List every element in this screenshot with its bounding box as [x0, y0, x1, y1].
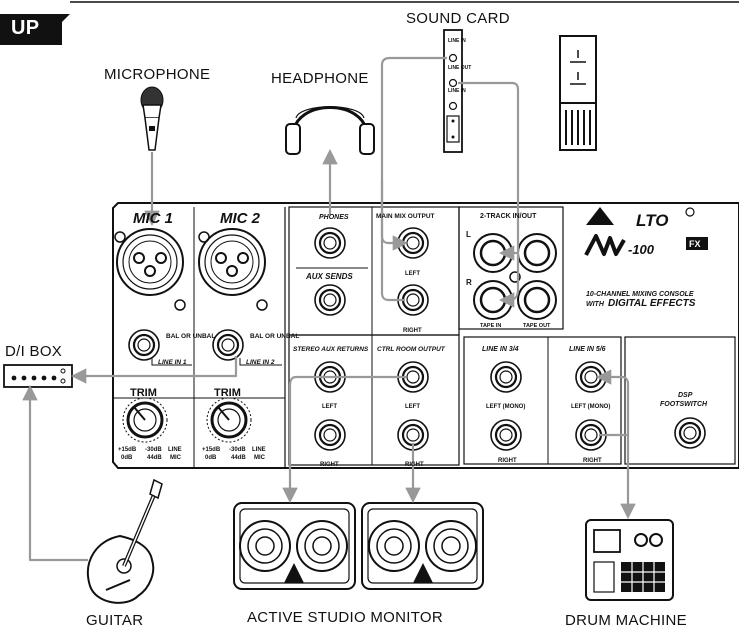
drum-machine — [585, 519, 674, 601]
ctrl-right-label: RIGHT — [405, 462, 424, 468]
aux-send-jack — [313, 283, 347, 317]
trim-scale-1f: MIC — [170, 455, 182, 461]
ctrl-room-label: CTRL ROOM OUTPUT — [377, 346, 446, 353]
two-track-label: 2-TRACK IN/OUT — [480, 213, 537, 220]
trim-scale-2d: 44dB — [231, 455, 246, 461]
headphone — [285, 106, 375, 155]
model-label: -100 — [628, 242, 655, 257]
trim-label-1: TRIM — [130, 387, 157, 399]
line-34-right-jack — [489, 418, 523, 452]
mic1-xlr-jack — [114, 228, 186, 311]
r-label: R — [466, 278, 472, 287]
sound-card-label: SOUND CARD — [406, 10, 510, 27]
line56-right-label: RIGHT — [583, 458, 602, 464]
tape-out-label: TAPE OUT — [523, 323, 551, 329]
line34-label: LINE IN 3/4 — [482, 346, 519, 353]
trim-scale-1d: 44dB — [147, 455, 162, 461]
sc-port-2: LINE OUT — [448, 65, 471, 71]
line-in-2-jack — [211, 328, 245, 362]
di-box-label: D/I BOX — [5, 343, 63, 360]
studio-monitor-right — [361, 502, 484, 590]
phones-jack — [313, 226, 347, 260]
aux-sends-label: AUX SENDS — [305, 272, 353, 281]
alto-logo: LTO — [584, 207, 708, 256]
line-in-1-jack — [127, 328, 161, 362]
headphone-label: HEADPHONE — [271, 70, 369, 87]
phones-label: PHONES — [319, 214, 349, 221]
trim-scale-2c: -30dB — [229, 447, 246, 453]
aux-return-right-jack — [313, 418, 347, 452]
drum-machine-label: DRUM MACHINE — [565, 612, 687, 629]
dsp-label: DSP — [678, 392, 693, 399]
di-box — [3, 364, 73, 388]
trim-label-2: TRIM — [214, 387, 241, 399]
line56-label: LINE IN 5/6 — [569, 346, 606, 353]
line56-left-label: LEFT (MONO) — [571, 404, 610, 410]
computer-tower — [559, 35, 597, 151]
sc-port-3: LINE IN — [448, 88, 466, 94]
line-in-1-label: LINE IN 1 — [158, 359, 187, 366]
guitar-label: GUITAR — [86, 612, 144, 629]
fx-label: FX — [689, 239, 701, 249]
desc-line-2a: WITH — [586, 301, 605, 308]
desc-line-1: 10-CHANNEL MIXING CONSOLE — [586, 291, 694, 298]
trim-scale-1a: +15dB — [118, 447, 137, 453]
desc-line-2b: DIGITAL EFFECTS — [608, 298, 696, 309]
trim-scale-2e: LINE — [252, 447, 266, 453]
main-right-label: RIGHT — [403, 328, 422, 334]
up-badge — [0, 14, 62, 45]
l-label: L — [466, 230, 471, 239]
cables — [22, 56, 636, 562]
trim-scale-1c: -30dB — [145, 447, 162, 453]
up-badge-text: UP — [11, 17, 40, 39]
line-in-2-label: LINE IN 2 — [246, 359, 275, 366]
stereo-aux-label: STEREO AUX RETURNS — [293, 346, 369, 353]
bal-label-1: BAL OR UNBAL — [166, 333, 215, 340]
trim-knob-1 — [122, 397, 168, 443]
mic1-label: MIC 1 — [133, 210, 173, 227]
mic2-label: MIC 2 — [220, 210, 261, 227]
trim-scale-2b: 0dB — [205, 455, 217, 461]
line34-left-label: LEFT (MONO) — [486, 404, 525, 410]
line34-right-label: RIGHT — [498, 458, 517, 464]
bal-label-2: BAL OR UNBAL — [250, 333, 299, 340]
mic2-xlr-jack — [198, 228, 268, 311]
trim-scale-2f: MIC — [254, 455, 266, 461]
brand-text: LTO — [636, 211, 668, 230]
trim-scale-1e: LINE — [168, 447, 182, 453]
monitor-label: ACTIVE STUDIO MONITOR — [247, 609, 444, 626]
trim-knob-2 — [206, 397, 252, 443]
microphone — [140, 86, 164, 151]
main-left-label: LEFT — [405, 271, 420, 277]
guitar — [87, 478, 163, 604]
aux-right-label: RIGHT — [320, 462, 339, 468]
aux-left-label: LEFT — [322, 404, 337, 410]
sound-card — [443, 29, 463, 153]
trim-scale-1b: 0dB — [121, 455, 133, 461]
footswitch-label: FOOTSWITCH — [660, 401, 708, 408]
microphone-label: MICROPHONE — [104, 66, 211, 83]
studio-monitor-left — [233, 502, 356, 590]
mixer-console — [112, 202, 739, 469]
tape-in-label: TAPE IN — [480, 323, 501, 329]
main-mix-label: MAIN MIX OUTPUT — [376, 213, 435, 220]
trim-scale-2a: +15dB — [202, 447, 221, 453]
ctrl-left-label: LEFT — [405, 404, 420, 410]
sc-port-1: LINE IN — [448, 38, 466, 44]
line-34-left-jack — [489, 360, 523, 394]
dsp-footswitch-jack — [673, 416, 707, 450]
